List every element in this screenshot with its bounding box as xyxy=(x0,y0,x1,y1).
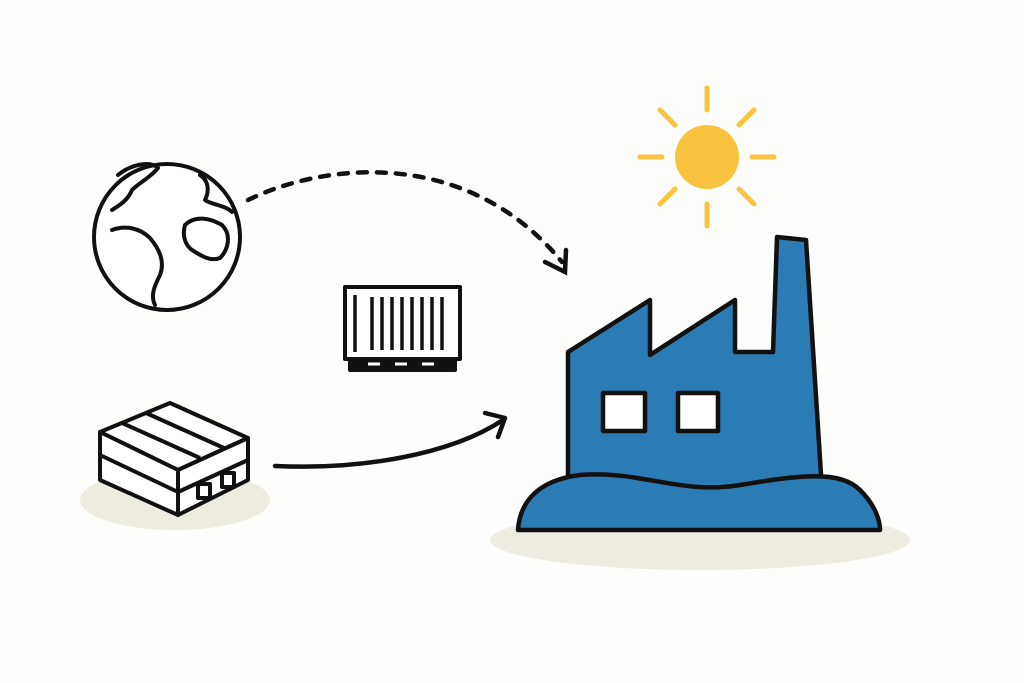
factory-icon xyxy=(490,234,910,570)
sun-icon xyxy=(637,85,777,229)
globe-icon xyxy=(92,162,242,312)
dashed-arrow xyxy=(245,170,569,276)
shipping-container-icon xyxy=(343,285,462,372)
pallet-icon xyxy=(80,401,270,530)
solid-arrow xyxy=(272,410,508,469)
